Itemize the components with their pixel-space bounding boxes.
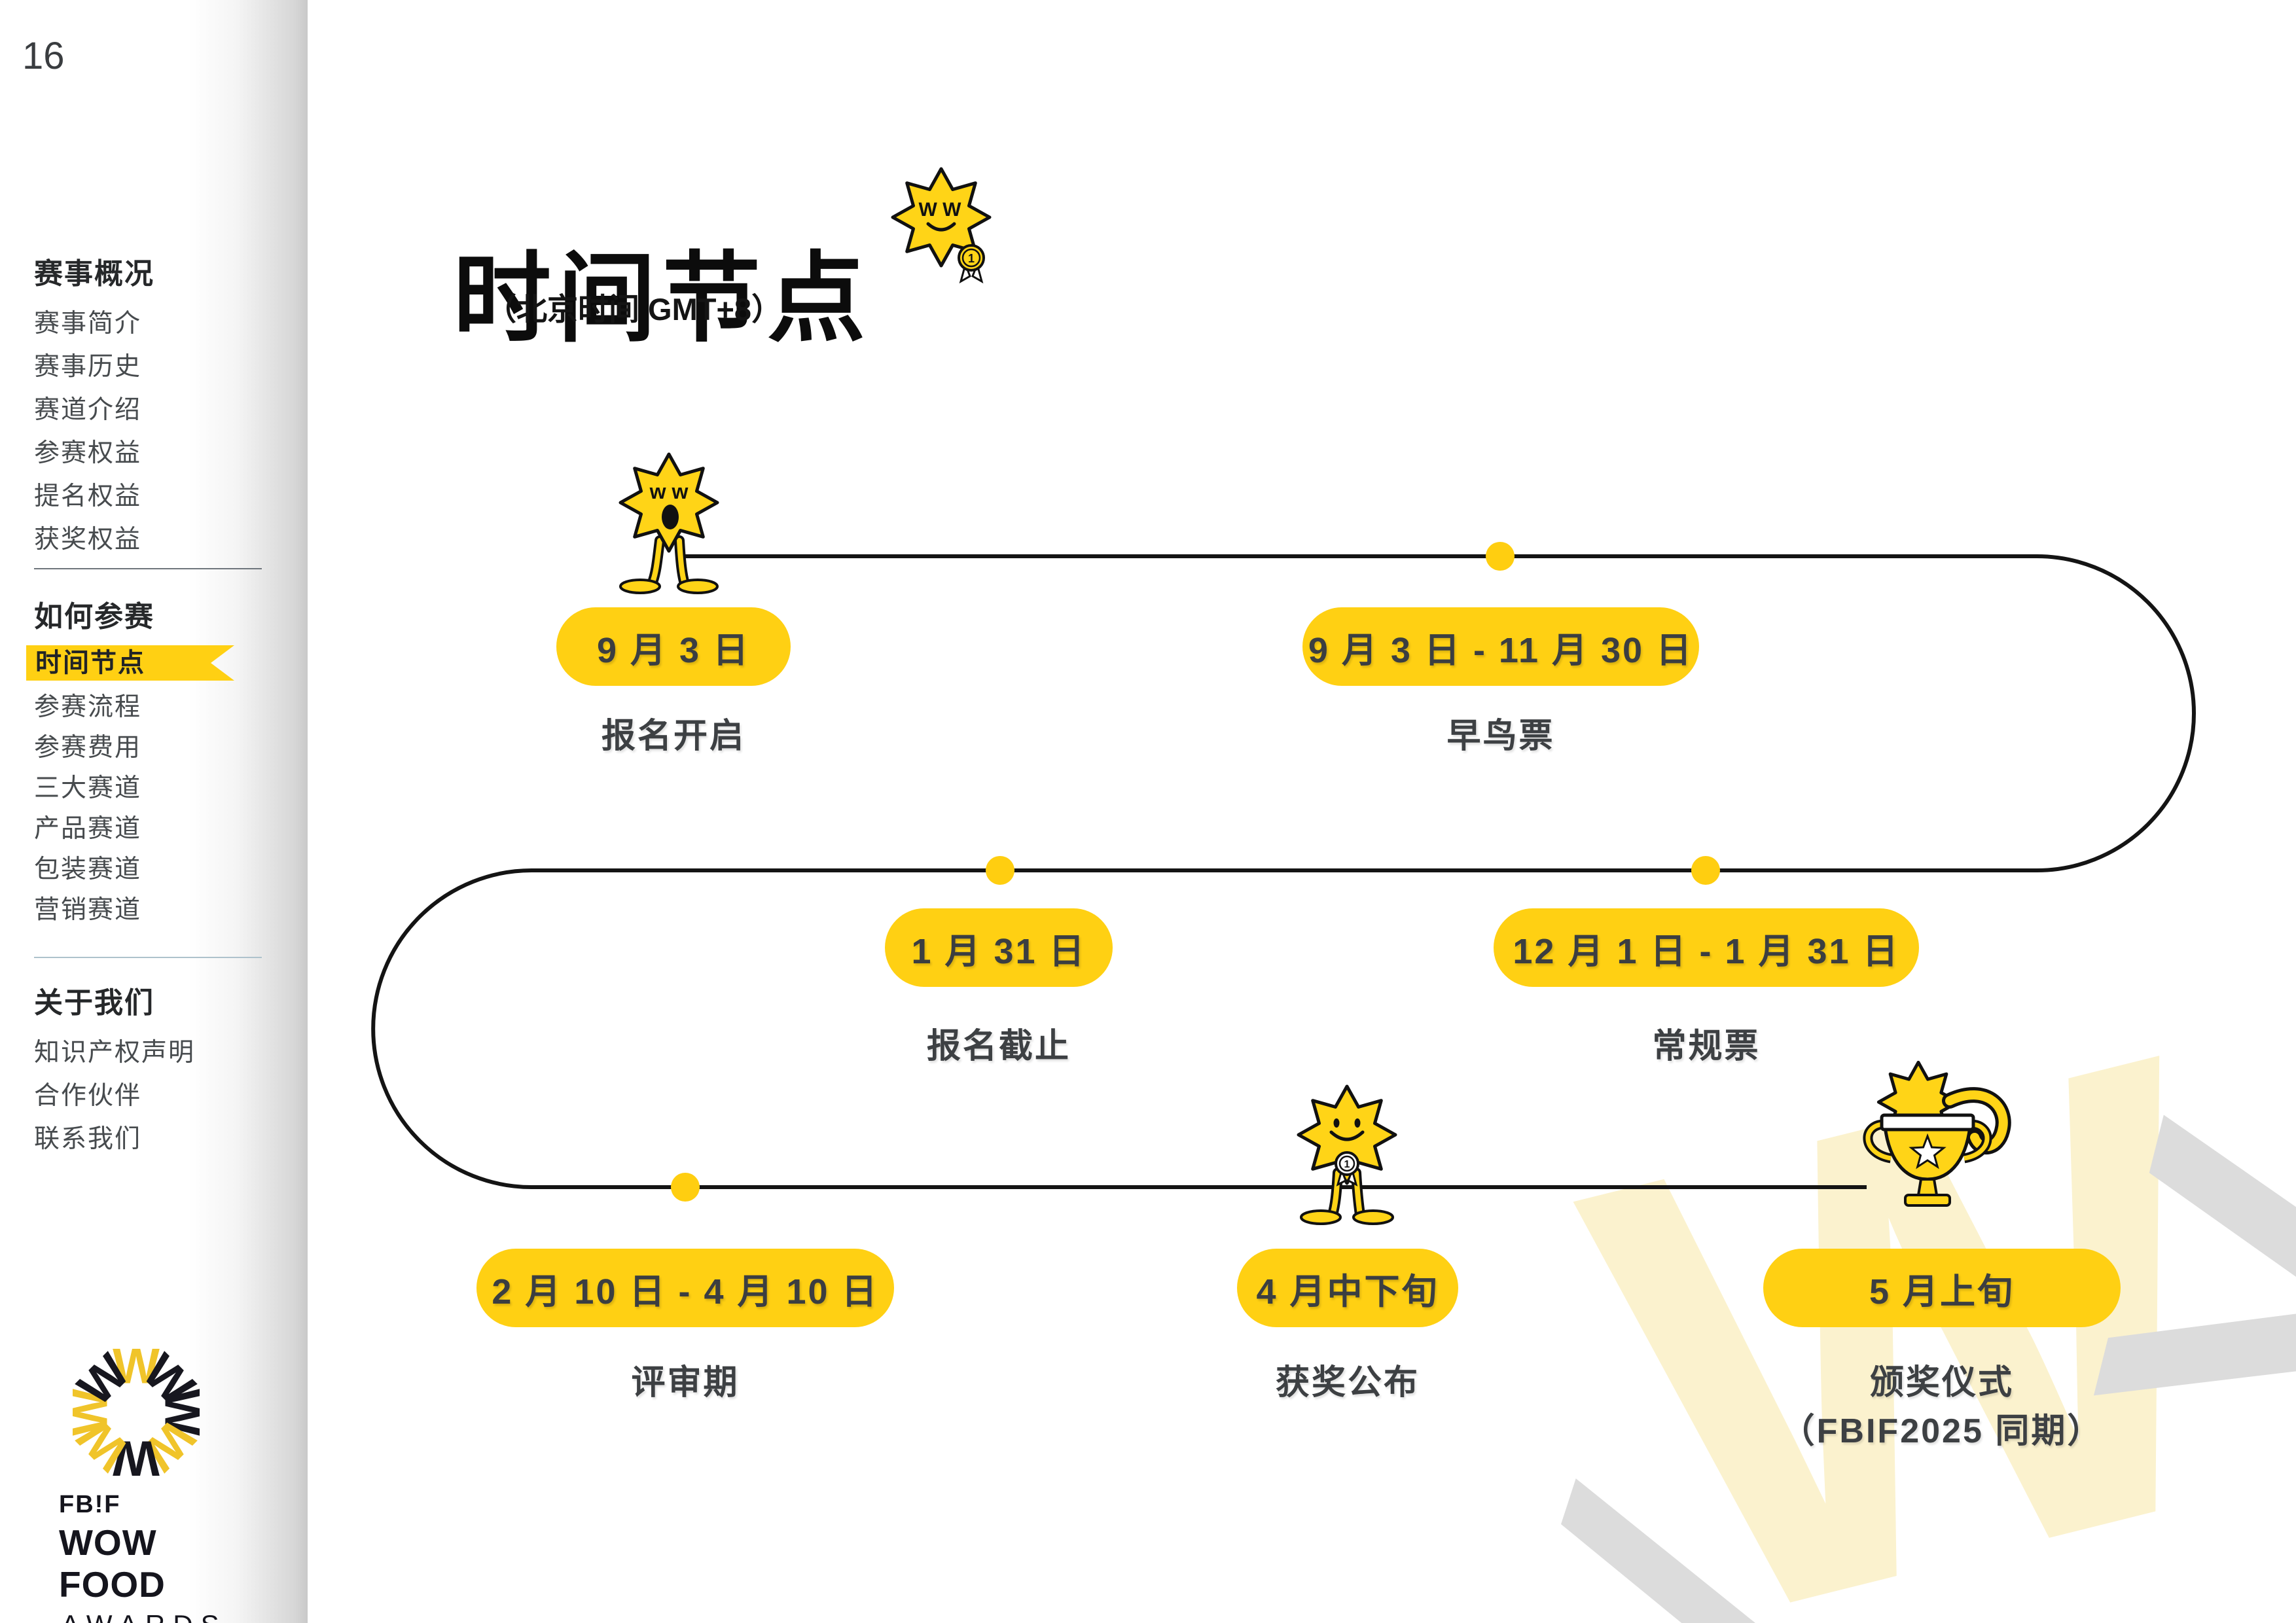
sidebar-section-title: 赛事概况 bbox=[34, 258, 154, 290]
sidebar-item-ip-statement[interactable]: 知识产权声明 bbox=[34, 1039, 196, 1067]
logo-ray: W bbox=[113, 1338, 160, 1395]
sidebar-item-entry-process[interactable]: 参赛流程 bbox=[34, 693, 142, 721]
sidebar-item-timeline-active[interactable]: 时间节点 bbox=[34, 645, 234, 681]
svg-text:W W: W W bbox=[919, 199, 962, 221]
sidebar-item-partners[interactable]: 合作伙伴 bbox=[34, 1082, 142, 1110]
timeline-stage-label: 评审期 bbox=[631, 1364, 740, 1402]
timeline-stage-label: 报名开启 bbox=[601, 717, 745, 755]
sidebar-section-title: 关于我们 bbox=[34, 987, 154, 1019]
timeline-stage-label: 获奖公布 bbox=[1275, 1364, 1420, 1402]
sidebar-item-entry-fee[interactable]: 参赛费用 bbox=[34, 734, 142, 762]
page-title: 时间节点 bbox=[453, 243, 872, 353]
timeline-dot bbox=[986, 856, 1014, 885]
timeline-date-pill: 9 月 3 日 - 11 月 30 日 bbox=[1302, 607, 1699, 686]
sidebar-divider bbox=[34, 957, 262, 958]
logo-line1: WOW FOOD bbox=[59, 1522, 166, 1605]
svg-text:1: 1 bbox=[968, 252, 975, 265]
title-star-medal-icon: W W 1 bbox=[893, 169, 990, 284]
timeline-date-pill: 5 月上旬 bbox=[1763, 1249, 2121, 1327]
mascot-wow-star-icon: w w bbox=[620, 454, 717, 594]
sidebar-item-contact-us[interactable]: 联系我们 bbox=[34, 1125, 142, 1153]
fbif-wow-food-awards-logo: W W W W W W W W FB!F WOW FOOD AWARDS bbox=[59, 1339, 229, 1623]
timeline-date-pill: 4 月中下旬 bbox=[1237, 1249, 1458, 1327]
timeline-date-pill: 1 月 31 日 bbox=[885, 908, 1113, 987]
timeline-stage-label: 常规票 bbox=[1652, 1027, 1761, 1065]
sidebar-section-about-us: 关于我们 知识产权声明 合作伙伴 联系我们 bbox=[34, 979, 195, 1161]
timeline-stage-sublabel: （FBIF2025 同期） bbox=[1780, 1412, 2104, 1450]
sidebar-section-overview: 赛事概况 赛事简介 赛事历史 赛道介绍 参赛权益 提名权益 获奖权益 bbox=[34, 250, 154, 562]
timeline-date-pill: 9 月 3 日 bbox=[556, 607, 791, 686]
active-item-ribbon[interactable]: 时间节点 bbox=[26, 645, 234, 681]
sidebar-item-history[interactable]: 赛事历史 bbox=[34, 353, 142, 381]
medal-icon: 1 bbox=[958, 244, 985, 284]
svg-text:1: 1 bbox=[1344, 1159, 1350, 1170]
sidebar-edge-shadow bbox=[188, 0, 308, 1623]
svg-text:w w: w w bbox=[649, 480, 689, 503]
timeline-date-pill: 2 月 10 日 - 4 月 10 日 bbox=[476, 1249, 894, 1327]
sidebar-item-tracks-intro[interactable]: 赛道介绍 bbox=[34, 396, 142, 424]
sidebar-item-marketing-track[interactable]: 营销赛道 bbox=[34, 896, 142, 924]
sidebar-item-packaging-track[interactable]: 包装赛道 bbox=[34, 855, 142, 883]
timeline-dot bbox=[671, 1173, 700, 1202]
sidebar-item-nomination-benefits[interactable]: 提名权益 bbox=[34, 482, 142, 510]
sidebar-divider bbox=[34, 568, 262, 569]
sidebar-item-three-tracks[interactable]: 三大赛道 bbox=[34, 774, 142, 802]
timeline-path bbox=[371, 554, 2196, 1189]
timeline-dot bbox=[1486, 542, 1515, 571]
logo-wordmark: FB!F WOW FOOD AWARDS bbox=[59, 1491, 229, 1623]
timeline-stage-label: 早鸟票 bbox=[1446, 717, 1555, 755]
timeline-stage-label: 颁奖仪式 bbox=[1869, 1364, 2014, 1402]
logo-starburst-icon: W W W W W W W W bbox=[59, 1339, 223, 1486]
timeline-date-pill: 12 月 1 日 - 1 月 31 日 bbox=[1494, 908, 1919, 987]
sidebar-section-how-to-enter: 如何参赛 时间节点 参赛流程 参赛费用 三大赛道 产品赛道 包装赛道 营销赛道 bbox=[34, 593, 234, 931]
timeline-stage-label: 报名截止 bbox=[926, 1027, 1071, 1065]
timeline-dot bbox=[1691, 856, 1720, 885]
trophy-icon bbox=[1863, 1062, 2011, 1207]
sidebar-item-entry-benefits[interactable]: 参赛权益 bbox=[34, 439, 142, 467]
sidebar-section-title: 如何参赛 bbox=[34, 601, 154, 633]
logo-line2: AWARDS bbox=[59, 1609, 229, 1623]
mascot-smile-star-icon: 1 bbox=[1299, 1086, 1395, 1225]
sidebar-item-label: 时间节点 bbox=[35, 649, 145, 677]
sidebar-item-product-track[interactable]: 产品赛道 bbox=[34, 815, 142, 843]
logo-brand: FB!F bbox=[59, 1491, 121, 1518]
medal-icon: 1 bbox=[1335, 1151, 1359, 1186]
page-number: 16 bbox=[22, 35, 65, 77]
page-subtitle: （北京时间 GMT+8） bbox=[486, 292, 783, 327]
sidebar-item-award-benefits[interactable]: 获奖权益 bbox=[34, 526, 142, 554]
sidebar-item-intro[interactable]: 赛事简介 bbox=[34, 310, 142, 338]
